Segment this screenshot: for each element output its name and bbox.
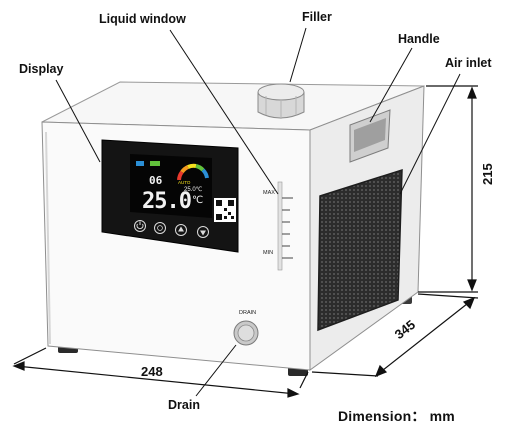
lcd-mode-tag: AUTO (178, 180, 191, 185)
handle-leader (369, 47, 413, 123)
drain-tag: DRAIN (239, 310, 257, 316)
width-value: 248 (141, 364, 163, 379)
lcd-small-value: 06 (149, 174, 163, 187)
lcd-set-value: 25.0℃ (184, 187, 203, 193)
up-button (175, 224, 187, 236)
lcd-gauge (177, 163, 209, 181)
depth-dimension (311, 293, 479, 378)
liquid-window-label: Liquid window (99, 12, 186, 26)
power-icon (136, 223, 144, 230)
lcd-status-icon (150, 161, 160, 166)
handle-recess (349, 109, 391, 163)
lcd-screen (130, 154, 212, 218)
air-inlet-mesh (317, 168, 403, 332)
lcd-unit-symbol: ℃ (192, 195, 204, 206)
liquid-window-leader (169, 29, 279, 195)
liquid-window (277, 181, 293, 271)
down-button (197, 226, 209, 238)
filler-cap (257, 83, 305, 119)
filler-label: Filler (302, 10, 332, 24)
filler-leader (289, 27, 307, 83)
fan-icon (157, 225, 163, 231)
display-label: Display (19, 62, 64, 76)
handle-label: Handle (398, 32, 440, 46)
lcd-pump-icon (136, 161, 144, 166)
dimension-unit-note: Dimension： mm (338, 408, 455, 424)
drain-port (233, 320, 259, 346)
liquid-window-min: MIN (263, 250, 274, 256)
liquid-window-max: MAX (263, 190, 275, 196)
power-button (134, 220, 146, 232)
drain-label: Drain (168, 398, 200, 412)
air-inlet-label: Air inlet (445, 56, 492, 70)
qr-code (214, 198, 236, 222)
height-value: 215 (480, 163, 495, 185)
fan-button (154, 222, 166, 234)
arrow-up-icon (178, 226, 184, 232)
drain-leader (195, 344, 237, 397)
display-leader (55, 79, 101, 163)
arrow-down-icon (200, 230, 206, 236)
front-edge-shade (45, 131, 51, 345)
air-inlet-leader (399, 73, 461, 195)
height-dimension (418, 85, 478, 293)
width-dimension (12, 347, 309, 398)
lcd-temperature: 25.0 (142, 189, 192, 214)
